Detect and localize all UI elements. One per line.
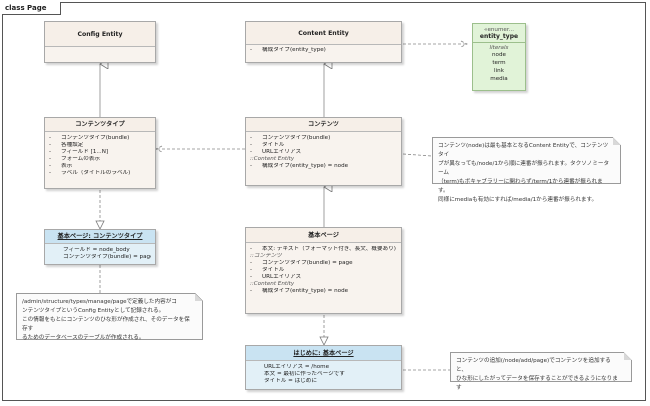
attr-row: -URLエイリアス	[250, 274, 302, 280]
object-hajimeni[interactable]: はじめに: 基本ページ URLエイリアス = /home 本文 = 最初に作った…	[245, 345, 402, 390]
attr-row: フィールド = node_body	[63, 247, 130, 253]
diagram-frame	[2, 2, 646, 401]
attr-row: -表示	[49, 163, 73, 169]
class-content-name: コンテンツ	[246, 118, 401, 131]
attr-row: -コンテンツタイプ(bundle) = page	[250, 260, 353, 266]
enum-name: entity_type	[473, 33, 525, 43]
object-hajimeni-name: はじめに: 基本ページ	[246, 346, 401, 360]
enum-entity-type[interactable]: «enumer... entity_type literals node ter…	[472, 23, 526, 91]
note-line: /admin/structure/types/manage/pageで定義した内…	[22, 299, 177, 305]
attr-row: -ラベル（タイトルのラベル)	[49, 170, 131, 176]
note-content-numbering: コンテンツ(node)は最も基本となるContent Entityで、コンテンツ…	[432, 137, 621, 203]
class-content-type[interactable]: コンテンツタイプ -コンテンツタイプ(bundle) -各種設定 -フィールド …	[44, 117, 156, 189]
attr-row: 本文 = 最初に作ったページです	[264, 371, 345, 377]
inherited-section-label: ::Content Entity	[250, 281, 295, 287]
note-line: コンテンツ(node)は最も基本となるContent Entityで、コンテンツ…	[438, 143, 609, 158]
enum-literal: link	[494, 68, 504, 74]
inherited-section-label: ::Content Entity	[250, 156, 295, 162]
note-line: （term)もボキャブラリーに関わらず/term/1から連番が振られます。	[438, 179, 603, 194]
class-config-entity[interactable]: Config Entity	[44, 21, 156, 63]
attr-row: -構成タイプ(entity_type) = node	[250, 288, 349, 294]
attr-row: -構成タイプ(entity_type)	[250, 47, 326, 53]
attr-row: -フィールド [1...N]	[49, 149, 109, 155]
enum-literal: media	[490, 76, 508, 82]
class-content-entity[interactable]: Content Entity -構成タイプ(entity_type)	[245, 21, 402, 63]
enum-literals-label: literals	[489, 45, 509, 51]
attr-row: -タイトル	[250, 142, 285, 148]
note-add-content: コンテンツの追加(/node/add/page)でコンテンツを追加すると、 ひな…	[450, 352, 632, 391]
object-basic-page-type[interactable]: 基本ページ: コンテンツタイプ フィールド = node_body コンテンツタ…	[44, 229, 156, 265]
note-line: プが異なっても/node/1から順に連番が振られます。タクソノミーターム	[438, 161, 610, 176]
frame-label: class Page	[2, 2, 62, 15]
attr-row: -コンテンツタイプ(bundle)	[250, 135, 331, 141]
note-line: ンテンツタイプというConfig Entityとして記録される。	[22, 308, 165, 314]
class-content-entity-name: Content Entity	[246, 22, 401, 44]
class-basic-page-name: 基本ページ	[246, 228, 401, 242]
note-fold	[195, 293, 203, 301]
class-content-type-name: コンテンツタイプ	[45, 118, 155, 131]
class-config-entity-name: Config Entity	[45, 22, 155, 46]
attr-row: タイトル = はじめに	[264, 378, 317, 384]
enum-stereotype: «enumer...	[484, 27, 514, 33]
enum-literal: term	[492, 60, 506, 66]
note-line: ひな形にしたがってデータを保存することができるようになります	[456, 376, 618, 391]
class-basic-page[interactable]: 基本ページ -本文: テキスト（フォーマット付き、長文、概要あり) ::コンテン…	[245, 227, 402, 314]
attr-row: -各種設定	[49, 142, 84, 148]
object-basic-page-type-name: 基本ページ: コンテンツタイプ	[45, 230, 155, 243]
attr-row: -タイトル	[250, 267, 285, 273]
note-line: コンテンツの追加(/node/add/page)でコンテンツを追加すると、	[456, 358, 611, 373]
attr-row: -本文: テキスト（フォーマット付き、長文、概要あり)	[250, 246, 396, 252]
attr-row: -URLエイリアス	[250, 149, 302, 155]
note-line: るためのデータベースのテーブルが作成される。	[22, 335, 145, 341]
note-line: 同様にmediaも有効にすれば/media/1から連番が振られます。	[438, 197, 598, 203]
note-fold	[624, 352, 632, 360]
note-line: この情報をもとにコンテンツのひな形が作成され、そのデータを保存す	[22, 317, 190, 332]
note-config-entity: /admin/structure/types/manage/pageで定義した内…	[16, 293, 203, 341]
attr-row: URLエイリアス = /home	[264, 364, 330, 370]
attr-row: -構成タイプ(entity_type) = node	[250, 163, 349, 169]
attr-row: -コンテンツタイプ(bundle)	[49, 135, 130, 141]
attr-row: -フォームの表示	[49, 156, 100, 162]
note-fold	[613, 137, 621, 145]
class-content[interactable]: コンテンツ -コンテンツタイプ(bundle) -タイトル -URLエイリアス …	[245, 117, 402, 186]
enum-literal: node	[492, 52, 506, 58]
note-anchor-content	[402, 153, 433, 157]
attr-row: コンテンツタイプ(bundle) = page	[63, 254, 151, 260]
inherited-section-label: ::コンテンツ	[250, 253, 282, 259]
